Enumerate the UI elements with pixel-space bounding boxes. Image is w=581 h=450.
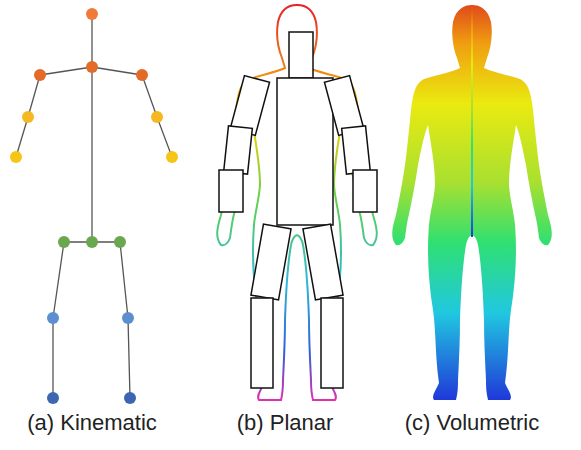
panel-caption: (b) Planar: [237, 410, 334, 436]
kinematic-skeleton: [16, 14, 172, 398]
skeleton-joints: [10, 8, 178, 404]
planar-rectangles: [219, 32, 377, 388]
planar-outline: [217, 5, 377, 400]
volumetric-body: [392, 5, 552, 400]
panel-caption: (a) Kinematic: [27, 410, 157, 436]
panel-caption: (c) Volumetric: [405, 410, 539, 436]
